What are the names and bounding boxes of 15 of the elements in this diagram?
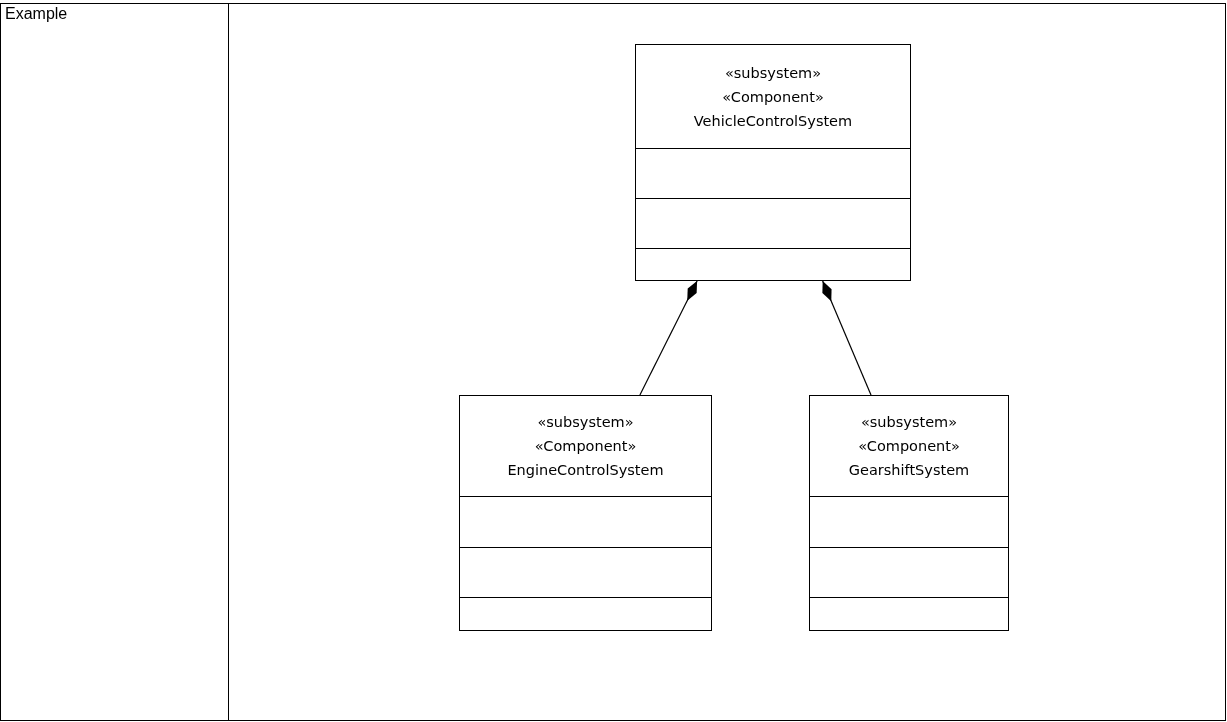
component-box <box>809 395 1009 631</box>
component-box <box>459 395 712 631</box>
stereotype: «subsystem» <box>724 63 822 83</box>
composition-line <box>822 280 872 396</box>
component-box <box>635 44 911 281</box>
component-name: EngineControlSystem <box>507 461 664 480</box>
stereotype: «subsystem» <box>537 413 634 432</box>
component-name: GearshiftSystem <box>848 461 970 480</box>
composition-line <box>639 280 698 396</box>
stereotype: «Component» <box>534 437 637 456</box>
stereotype: «Component» <box>722 87 824 107</box>
stereotype: «subsystem» <box>860 413 958 432</box>
component-name: VehicleControlSystem <box>693 111 853 131</box>
table-cell-text: Example <box>5 5 68 23</box>
stereotype: «Component» <box>858 437 960 456</box>
